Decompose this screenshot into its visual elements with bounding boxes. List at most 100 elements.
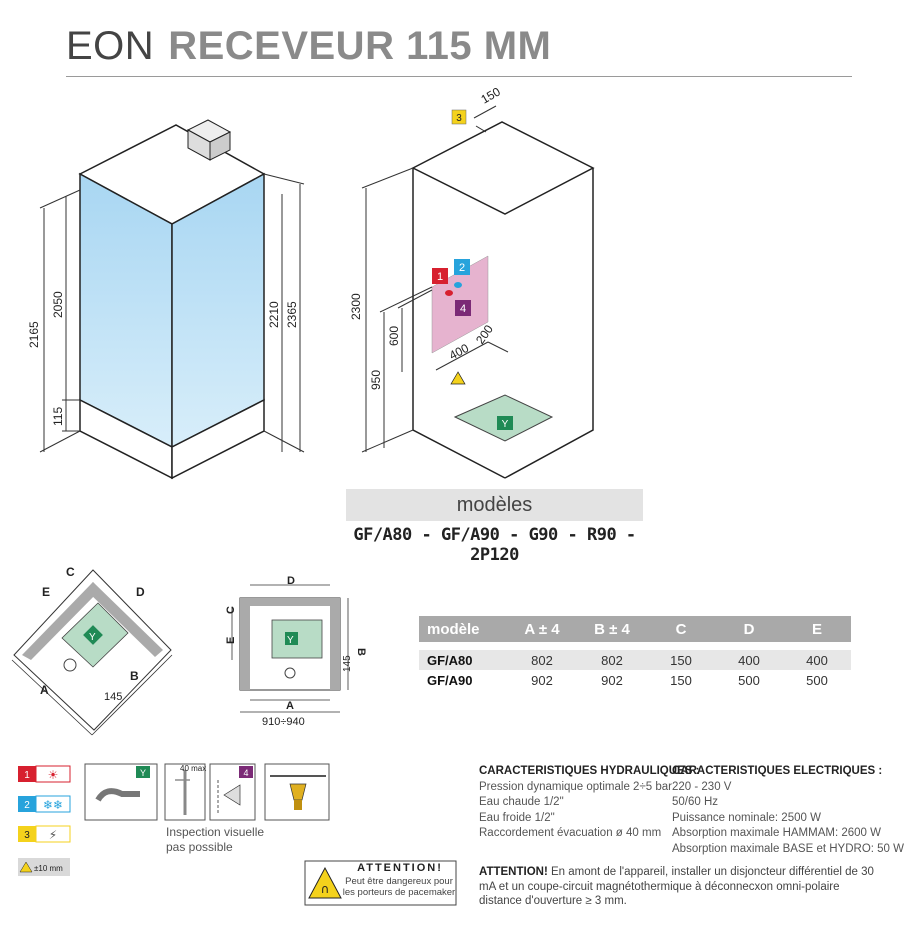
col-header: A ± 4 <box>507 616 577 642</box>
dim-2365: 2365 <box>285 301 299 328</box>
tray-base-right <box>171 398 265 480</box>
install-panel-4 <box>264 763 330 821</box>
plan-corner-drawing <box>11 569 173 736</box>
table-row: GF/A80 802 802 150 400 400 <box>419 650 851 670</box>
cabin-roof <box>78 124 266 225</box>
svg-text:40 max: 40 max <box>180 764 206 773</box>
legend-3-num <box>18 826 36 842</box>
svg-text:E: E <box>42 585 50 599</box>
install-panel-3 <box>209 763 256 821</box>
electric-line: Absorption maximale BASE et HYDRO: 50 W <box>672 842 904 855</box>
models-heading: modèles <box>346 489 643 521</box>
legend-2-num <box>18 796 36 812</box>
svg-text:B: B <box>355 648 367 656</box>
attention-note-text: En amont de l'appareil, installer un dis… <box>479 866 874 907</box>
title-part1: EON <box>66 24 155 68</box>
marker-4 <box>455 300 471 316</box>
legend-tolerance-box <box>18 858 70 876</box>
hot-inlet <box>445 290 453 296</box>
col-header: E <box>783 616 851 642</box>
table-cell: GF/A90 <box>427 672 473 688</box>
svg-text:A: A <box>286 700 294 712</box>
electric-plug-icon: ⚡ <box>49 828 57 842</box>
svg-text:3: 3 <box>24 830 30 841</box>
install-caption: Inspection visuelle pas possible <box>166 825 264 855</box>
roof-box-top <box>186 119 232 143</box>
dim-2300: 2300 <box>349 293 363 320</box>
svg-text:Y: Y <box>140 768 146 778</box>
install-panel-1 <box>84 763 158 821</box>
marker-1 <box>432 268 448 284</box>
svg-text:Y: Y <box>89 632 96 643</box>
install-caption-line2: pas possible <box>166 840 233 854</box>
table-cell: 400 <box>783 650 851 670</box>
pacemaker-warning-icon <box>308 866 342 899</box>
electric-specs: CARACTERISTIQUES ELECTRIQUES : 220 - 230… <box>672 764 904 857</box>
svg-text:D: D <box>287 575 295 587</box>
spec-table: modèle A ± 4 B ± 4 C D E GF/A80 802 802 … <box>419 616 851 690</box>
attention-box-line1: Peut être dangereux pour <box>345 876 453 887</box>
table-cell: 902 <box>531 672 553 688</box>
drain-marker-label: Y <box>502 419 509 430</box>
warning-triangle-icon <box>450 371 466 385</box>
hydraulic-line: Pression dynamique optimale 2÷5 bar <box>479 780 672 793</box>
models-list: GF/A80 - GF/A90 - G90 - R90 - 2P120 <box>353 525 636 565</box>
dim-2165: 2165 <box>27 321 41 348</box>
room-corner-outline <box>411 121 595 215</box>
install-caption-line1: Inspection visuelle <box>166 825 265 839</box>
table-cell: 400 <box>715 650 783 670</box>
room-corner-right-wall <box>504 168 594 479</box>
dim-2210: 2210 <box>267 301 281 328</box>
col-header: C <box>647 616 715 642</box>
svg-text:910÷940: 910÷940 <box>262 716 305 728</box>
svg-text:C: C <box>66 565 75 579</box>
page-title: EON RECEVEUR 115 MM <box>66 24 551 69</box>
dim-115: 115 <box>51 407 65 426</box>
svg-text:±10 mm: ±10 mm <box>34 864 63 873</box>
table-cell: 150 <box>647 650 715 670</box>
title-rule <box>66 76 852 77</box>
marker-2 <box>454 259 470 275</box>
table-row: GF/A90 902 902 150 500 500 <box>419 670 851 690</box>
dim-400: 400 <box>447 341 472 363</box>
electric-line: Puissance nominale: 2500 W <box>672 811 821 824</box>
table-cell: 150 <box>670 672 692 688</box>
plan-square-drawing <box>231 584 349 713</box>
hydraulic-line: Eau froide 1/2" <box>479 811 555 824</box>
glass-panel-right <box>171 172 265 449</box>
spec-table-header: modèle A ± 4 B ± 4 C D E <box>419 616 851 642</box>
connection-zone <box>431 255 489 354</box>
dim-600: 600 <box>387 326 401 346</box>
legend-1-box <box>35 765 71 783</box>
hydraulic-specs: CARACTERISTIQUES HYDRAULIQUES : Pression… <box>479 764 699 842</box>
table-cell: 802 <box>577 650 647 670</box>
svg-text:∩: ∩ <box>321 882 330 896</box>
svg-text:E: E <box>225 637 237 644</box>
drain-marker <box>497 416 513 430</box>
dim-200: 200 <box>473 322 496 347</box>
dim-950: 950 <box>369 370 383 390</box>
table-cell: 802 <box>507 650 577 670</box>
snowflake-icon: ❄❄ <box>43 798 63 812</box>
title-part2: RECEVEUR 115 MM <box>168 24 552 68</box>
install-panel-2 <box>164 763 206 821</box>
table-cell: 500 <box>738 672 760 688</box>
svg-text:3: 3 <box>456 113 462 124</box>
legend-1-num <box>18 766 36 782</box>
svg-text:145: 145 <box>104 691 122 703</box>
dim-2050: 2050 <box>51 291 65 318</box>
col-header: D <box>715 616 783 642</box>
attention-note: ATTENTION! En amont de l'appareil, insta… <box>479 865 879 909</box>
legend-3-box <box>35 825 71 843</box>
svg-text:B: B <box>130 669 139 683</box>
hydraulic-line: Raccordement évacuation ø 40 mm <box>479 827 662 839</box>
col-header: B ± 4 <box>577 616 647 642</box>
svg-text:2: 2 <box>24 800 30 811</box>
hydraulic-heading: CARACTERISTIQUES HYDRAULIQUES : <box>479 765 700 777</box>
svg-text:D: D <box>136 585 145 599</box>
roof-box-side <box>187 129 211 161</box>
room-corner-left-wall <box>412 168 506 479</box>
electric-line: 50/60 Hz <box>672 796 719 808</box>
table-cell: 902 <box>601 672 623 688</box>
svg-text:1: 1 <box>24 770 30 781</box>
